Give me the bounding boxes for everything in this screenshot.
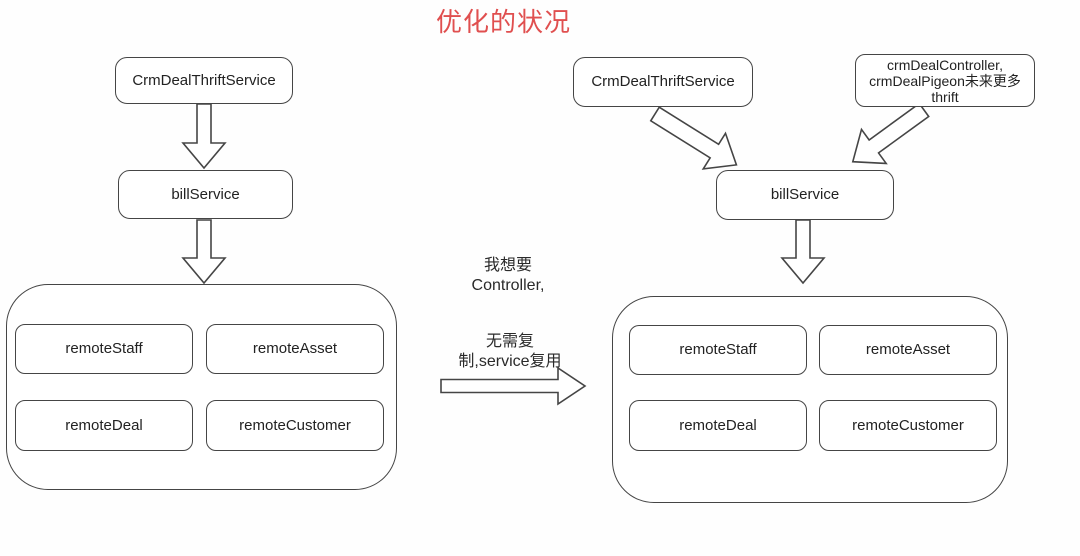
note-reuse-line1: 无需复 [485,333,534,350]
left-bill-service-label: billService [171,185,240,203]
right-remote-deal-node: remoteDeal [629,400,807,451]
right-remote-staff-label: remoteStaff [679,341,757,359]
right-bill-service-node: billService [716,170,894,220]
right-crm-deal-thrift-service-node: CrmDealThriftService [573,57,753,107]
left-remote-services-container: remoteStaff remoteAsset remoteDeal remot… [6,284,397,490]
left-remote-staff-label: remoteStaff [65,340,143,358]
left-bill-service-node: billService [118,170,293,219]
arrow-middle-reuse-icon [440,366,587,406]
left-remote-deal-label: remoteDeal [65,416,143,434]
note-want-controller: 我想要 Controller, [438,256,578,296]
left-remote-deal-node: remoteDeal [15,400,193,451]
note-reuse-line2: 制,service复用 [458,353,562,370]
left-remote-asset-node: remoteAsset [206,324,384,374]
right-remote-asset-node: remoteAsset [819,325,997,375]
right-remote-staff-node: remoteStaff [629,325,807,375]
left-remote-asset-label: remoteAsset [252,340,338,358]
arrow-right-bill-to-container-icon [780,219,826,285]
left-remote-customer-label: remoteCustomer [239,416,351,434]
left-crm-deal-thrift-service-label: CrmDealThriftService [132,71,276,89]
arrow-right-ctrl-to-bill-icon [851,102,930,165]
right-crm-deal-controller-label: crmDealController, crmDealPigeon未来更多 thr… [869,57,1021,105]
right-controller-line3: thrift [931,88,959,105]
right-bill-service-label: billService [770,186,840,204]
right-controller-line1: crmDealController, [887,56,1003,73]
right-crm-deal-controller-node: crmDealController, crmDealPigeon未来更多 thr… [855,54,1035,107]
right-remote-customer-label: remoteCustomer [852,416,964,434]
right-remote-asset-label: remoteAsset [865,341,951,359]
right-remote-services-container: remoteStaff remoteAsset remoteDeal remot… [612,296,1008,503]
right-remote-deal-label: remoteDeal [679,416,757,434]
left-remote-staff-node: remoteStaff [15,324,193,374]
left-remote-customer-node: remoteCustomer [206,400,384,451]
diagram-title: 优化的状况 [436,7,572,37]
left-crm-deal-thrift-service-node: CrmDealThriftService [115,57,293,104]
right-controller-line2: crmDealPigeon未来更多 [869,72,1021,89]
arrow-right-crm-to-bill-icon [649,106,738,170]
right-remote-customer-node: remoteCustomer [819,400,997,451]
note-want-line2: Controller, [471,277,545,294]
arrow-left-crm-to-bill-icon [181,103,227,170]
right-crm-deal-thrift-service-label: CrmDealThriftService [591,73,735,91]
note-no-copy-service-reuse: 无需复 制,service复用 [428,332,592,372]
note-want-line1: 我想要 [483,257,532,274]
arrow-left-bill-to-container-icon [181,219,227,285]
